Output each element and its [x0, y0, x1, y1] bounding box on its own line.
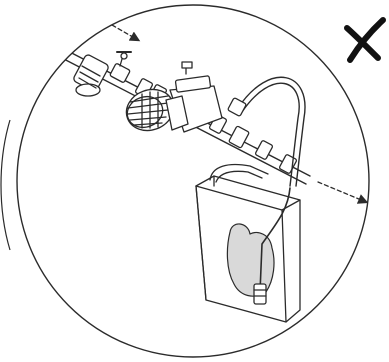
x-mark-icon	[347, 20, 383, 60]
adjacent-circle-edge	[1, 120, 10, 250]
diagram-frame-circle	[17, 5, 369, 357]
